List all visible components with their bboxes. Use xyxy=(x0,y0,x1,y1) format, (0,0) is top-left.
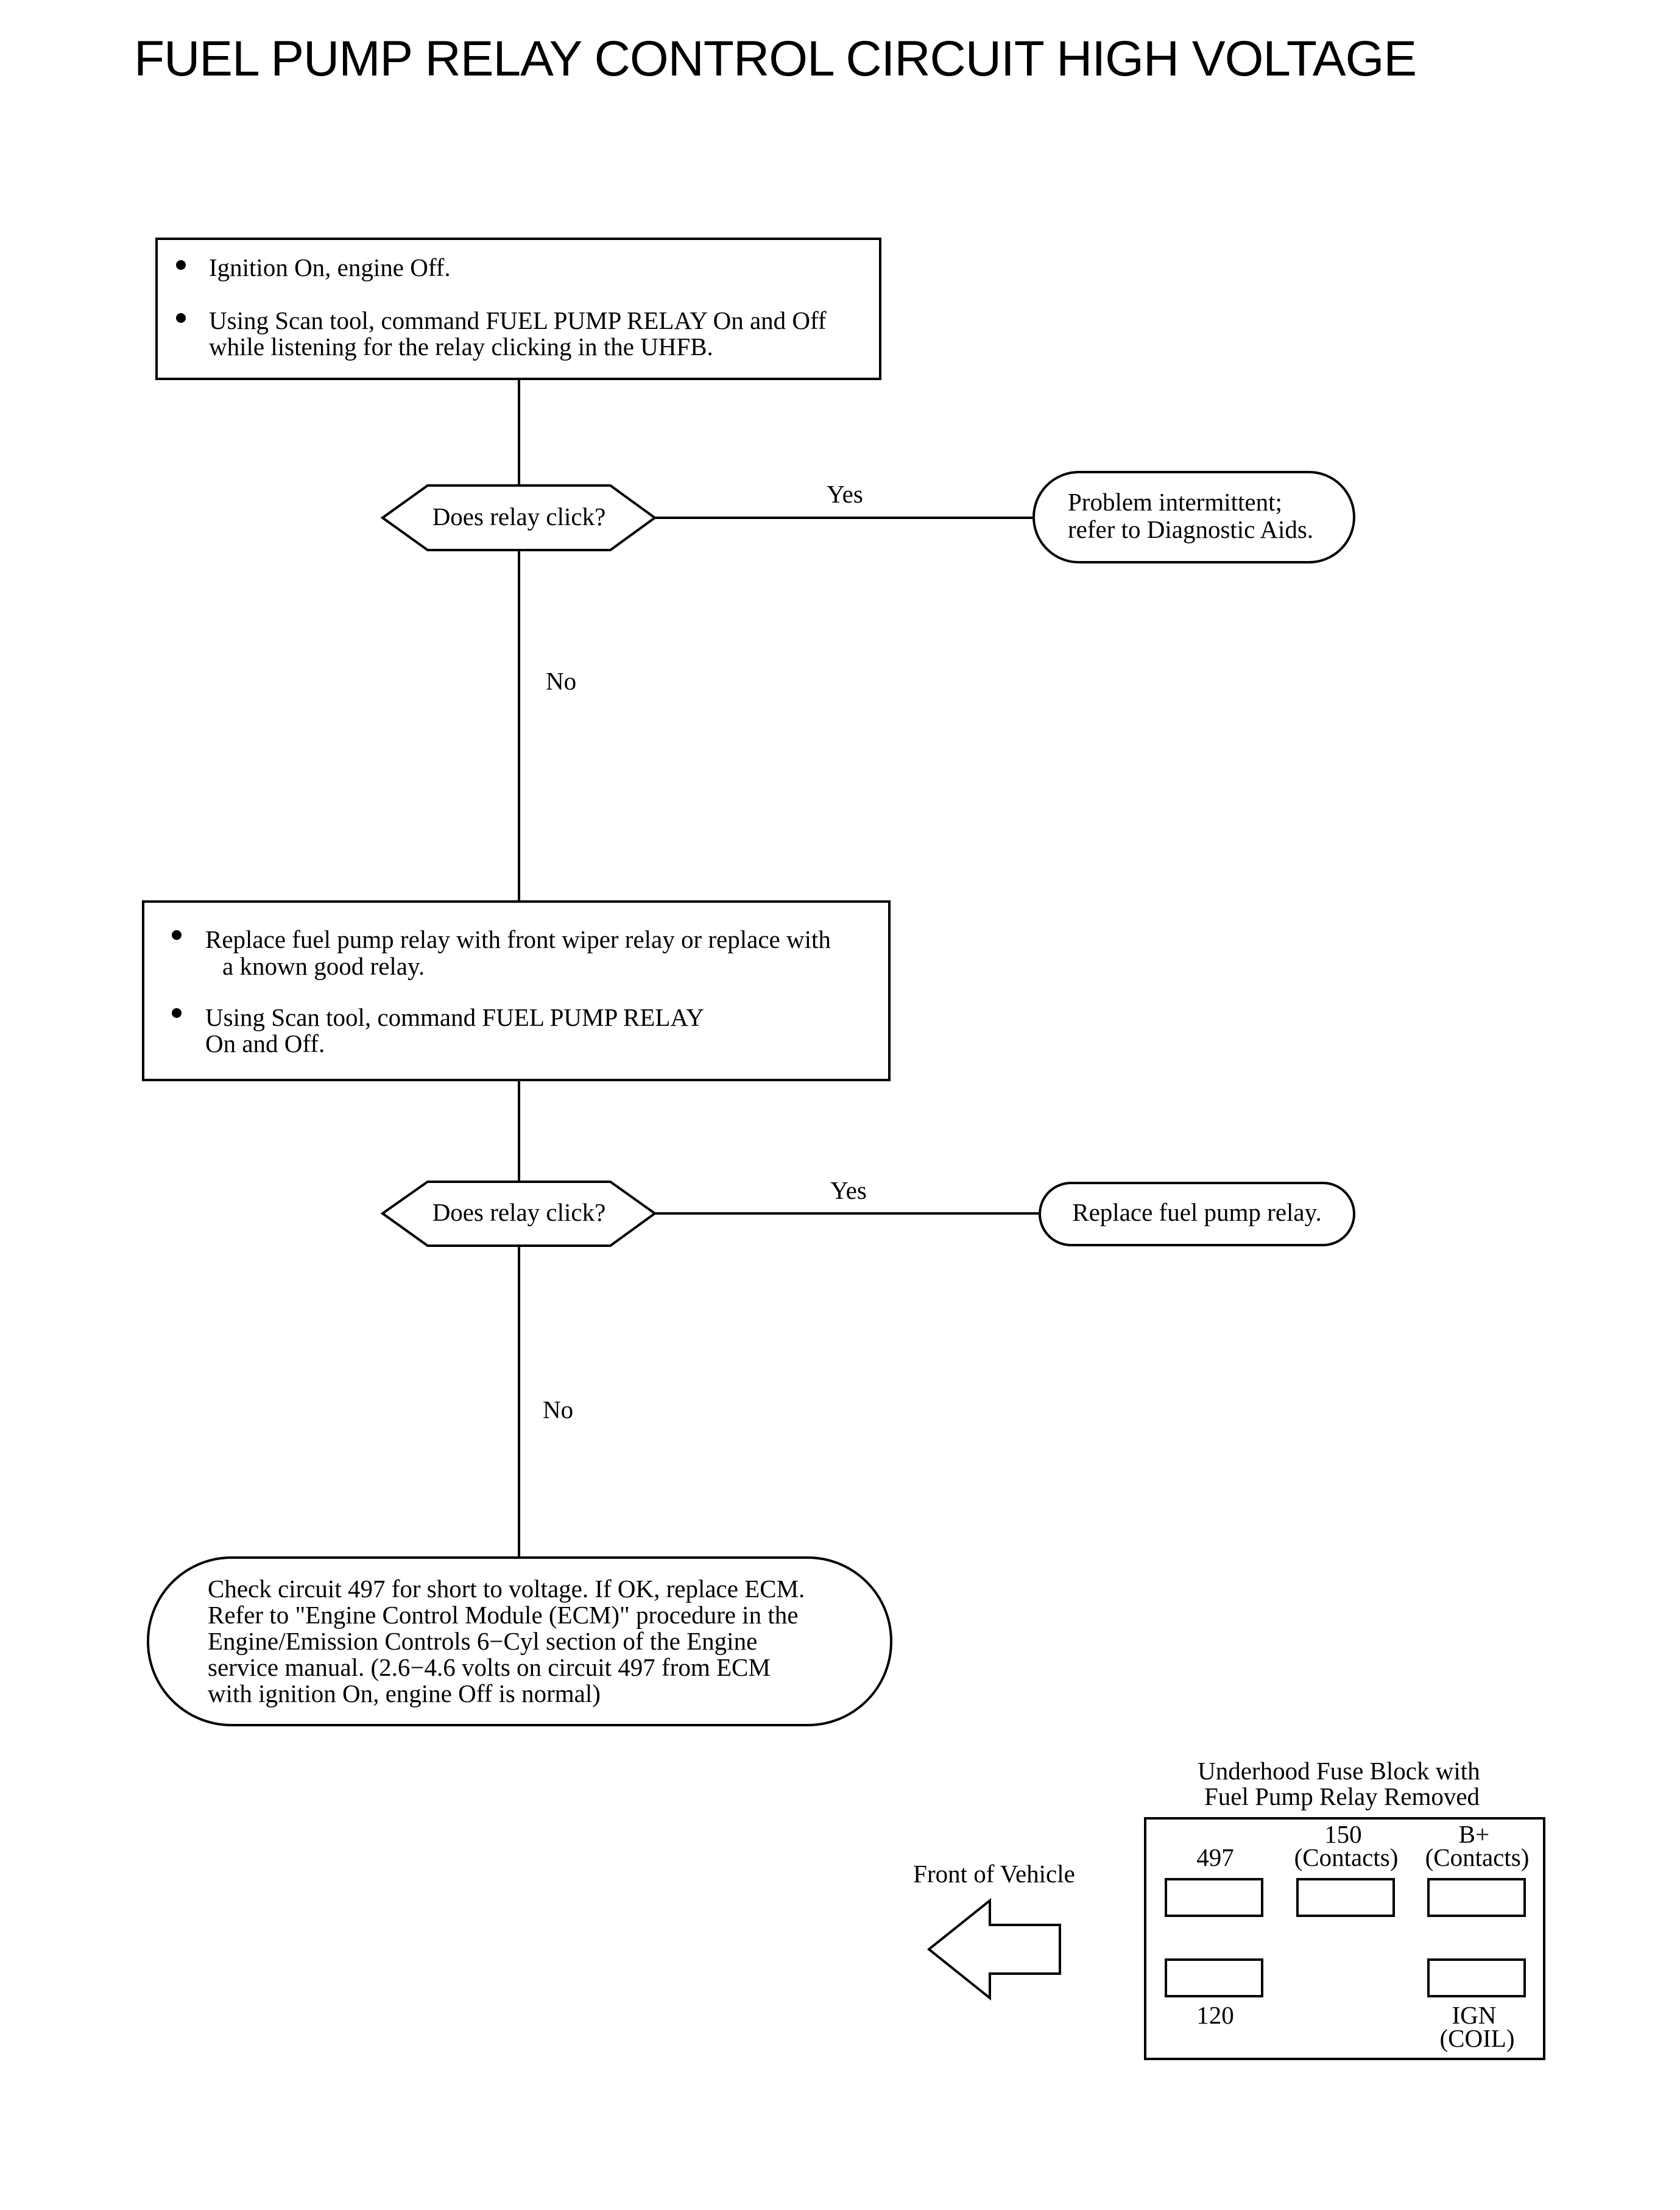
decision2-question: Does relay click? xyxy=(432,1198,606,1226)
terminal-label-497: 497 xyxy=(1196,1843,1234,1871)
terminal-label-ign: IGN (COIL) xyxy=(1440,2001,1515,2052)
decision2-yes-label: Yes xyxy=(830,1176,867,1204)
bullet-icon xyxy=(172,1008,182,1018)
terminal-label-bplus: B+ (Contacts) xyxy=(1425,1820,1530,1871)
bullet-icon xyxy=(172,930,182,940)
terminal-label-120: 120 xyxy=(1196,2001,1234,2029)
terminal-slot-ign xyxy=(1427,1958,1526,1997)
front-arrow-icon xyxy=(926,1898,1061,2001)
front-of-vehicle-label: Front of Vehicle xyxy=(913,1860,1075,1888)
result-yes2-terminal xyxy=(1039,1182,1355,1246)
bullet-icon xyxy=(176,313,186,323)
terminal-label-150: 150 (Contacts) xyxy=(1294,1820,1399,1871)
result-no2-terminal xyxy=(147,1556,892,1726)
page-title: FUEL PUMP RELAY CONTROL CIRCUIT HIGH VOL… xyxy=(134,31,1417,86)
terminal-slot-497 xyxy=(1165,1878,1263,1917)
step2-text: Replace fuel pump relay with front wiper… xyxy=(205,925,837,1057)
decision1-question: Does relay click? xyxy=(432,503,606,531)
step1-box xyxy=(155,238,881,380)
result-no2-text: Check circuit 497 for short to voltage. … xyxy=(208,1575,811,1707)
decision1-diamond xyxy=(380,484,657,551)
result-yes1-terminal xyxy=(1032,471,1355,563)
decision2-no-label: No xyxy=(543,1396,573,1424)
bullet-icon xyxy=(176,260,186,270)
terminal-slot-120 xyxy=(1165,1958,1263,1997)
decision1-no-label: No xyxy=(546,667,576,695)
result-yes2-text: Replace fuel pump relay. xyxy=(1072,1198,1321,1226)
step2-box xyxy=(142,900,891,1081)
fuse-block-outline xyxy=(1144,1817,1545,2060)
decision2-diamond xyxy=(380,1181,657,1247)
terminal-slot-150 xyxy=(1296,1878,1395,1917)
fuse-block-caption: Underhood Fuse Block with Fuel Pump Rela… xyxy=(1198,1757,1486,1810)
decision1-yes-label: Yes xyxy=(827,480,863,508)
result-yes1-text: Problem intermittent; refer to Diagnosti… xyxy=(1068,488,1313,543)
terminal-slot-bplus xyxy=(1427,1878,1526,1917)
step1-text: Ignition On, engine Off. Using Scan tool… xyxy=(209,253,833,361)
